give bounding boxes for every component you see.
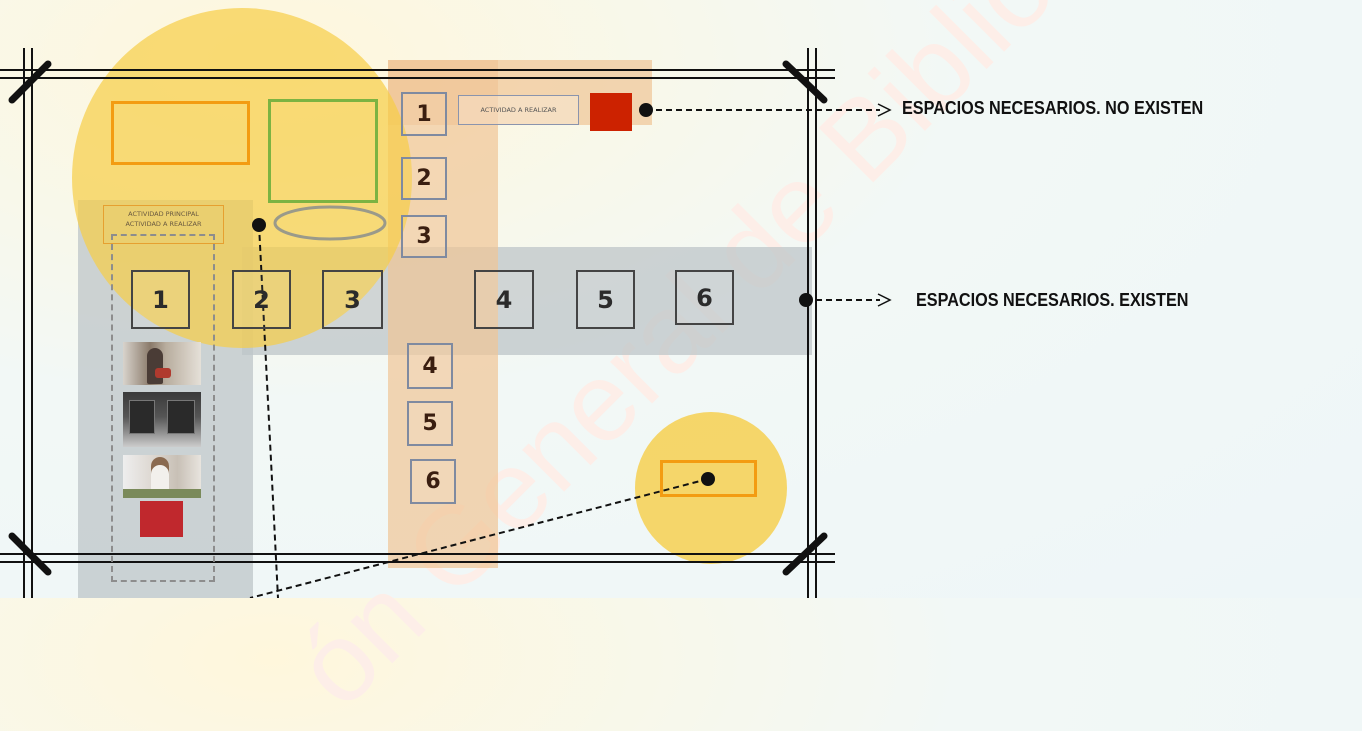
green-rectangle (268, 99, 378, 203)
arrow-right-icon (877, 293, 892, 307)
dot-icon (701, 472, 715, 486)
activity-box-left: ACTIVIDAD PRINCIPAL ACTIVIDAD A REALIZAR (103, 205, 224, 244)
row-number-3: 3 (322, 270, 383, 329)
corner-tick (8, 60, 52, 104)
cabinet-shape (129, 400, 155, 434)
activity-line2: ACTIVIDAD A REALIZAR (125, 220, 202, 228)
label-existing: ESPACIOS NECESARIOS. EXISTEN (916, 290, 1189, 310)
row-number-1: 1 (131, 270, 190, 329)
kitchen-photo-3 (123, 455, 201, 498)
kitchen-photo-1 (123, 342, 201, 385)
person-figure (151, 457, 169, 495)
dashed-column (111, 234, 215, 582)
activity-top-label: ACTIVIDAD A REALIZAR (480, 106, 557, 114)
kitchen-photo-2 (123, 392, 201, 447)
row-number-2: 2 (232, 270, 291, 329)
yellow-circle-large (72, 8, 412, 348)
corner-tick (782, 532, 828, 576)
arrow-right-icon (877, 103, 892, 117)
green-ellipse (273, 205, 387, 241)
cabinet-shape (167, 400, 195, 434)
vertical-number-2: 2 (401, 157, 447, 200)
activity-line1: ACTIVIDAD PRINCIPAL (128, 210, 199, 218)
connector-line (258, 224, 279, 598)
activity-box-top: ACTIVIDAD A REALIZAR (458, 95, 579, 125)
vertical-number-1: 1 (401, 92, 447, 136)
vertical-number-4: 4 (407, 343, 453, 389)
dot-icon (252, 218, 266, 232)
counter-shape (123, 489, 201, 498)
dot-icon (639, 103, 653, 117)
row-number-5: 5 (576, 270, 635, 329)
corner-tick (8, 532, 52, 576)
vertical-number-5: 5 (407, 401, 453, 446)
vertical-number-3: 3 (401, 215, 447, 258)
person-figure (147, 348, 163, 384)
connector-line (249, 478, 709, 598)
red-square-top (590, 93, 632, 131)
row-number-4: 4 (474, 270, 534, 329)
pot-shape (155, 368, 171, 378)
dot-icon (799, 293, 813, 307)
orange-rectangle-small (660, 460, 757, 497)
row-number-6: 6 (675, 270, 734, 325)
vertical-number-6: 6 (410, 459, 456, 504)
label-not-existing: ESPACIOS NECESARIOS. NO EXISTEN (902, 98, 1204, 118)
floor-plan-frame (0, 48, 892, 598)
corner-tick (782, 60, 828, 104)
red-square-bottom (140, 501, 183, 537)
orange-rectangle (111, 101, 250, 165)
